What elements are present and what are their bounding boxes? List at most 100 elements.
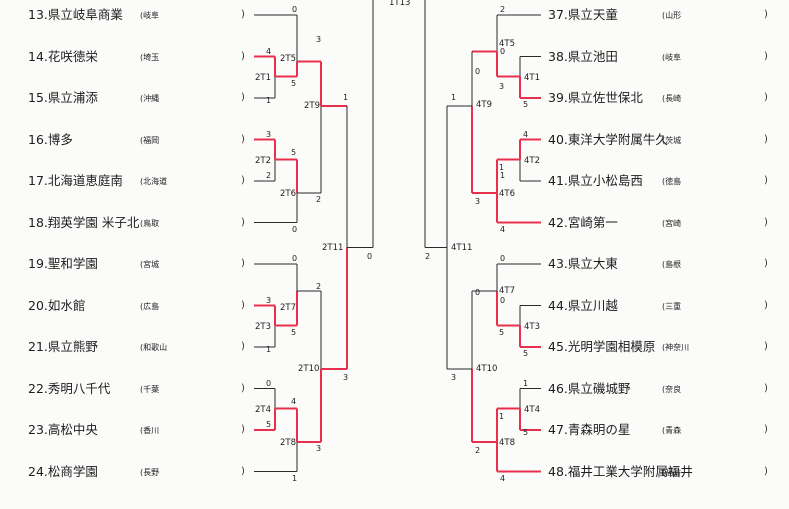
score: 4 xyxy=(500,224,506,234)
score: 3 xyxy=(343,373,349,382)
score: 4 xyxy=(500,473,506,483)
match-label: 4T1 xyxy=(524,72,541,83)
score: 4 xyxy=(523,129,529,139)
team-prefecture: (宮崎 xyxy=(662,218,682,228)
score: 0 xyxy=(475,66,481,76)
paren-close: ) xyxy=(241,50,245,62)
match-label: 4T5 xyxy=(499,39,516,49)
team-name: 13.県立岐阜商業 xyxy=(28,7,123,22)
score: 4 xyxy=(266,46,272,56)
team-prefecture: (香川 xyxy=(140,426,160,435)
team-name: 45.光明学園相模原 xyxy=(548,339,656,354)
score: 1 xyxy=(266,96,272,105)
score: 0 xyxy=(500,254,506,263)
team-name: 19.聖和学園 xyxy=(28,256,98,271)
match-label: 2T5 xyxy=(280,53,297,64)
paren-close: ) xyxy=(764,258,768,269)
score: 1 xyxy=(523,378,529,388)
score: 4 xyxy=(291,396,297,406)
paren-close: ) xyxy=(241,216,245,228)
team-prefecture: (三重 xyxy=(662,301,682,311)
team-name: 14.花咲徳栄 xyxy=(28,48,98,64)
paren-close: ) xyxy=(764,299,768,311)
paren-close: ) xyxy=(764,175,768,186)
team-name: 48.福井工業大学附属福井 xyxy=(548,463,693,479)
score: 5 xyxy=(291,147,297,157)
score: 0 xyxy=(292,254,298,263)
team-name: 47.青森明の星 xyxy=(548,422,631,437)
score: 0 xyxy=(367,251,373,261)
score: 3 xyxy=(499,82,505,91)
team-prefecture: (福岡 xyxy=(140,135,160,145)
score: 1 xyxy=(500,171,506,180)
team-prefecture: (広島 xyxy=(140,301,160,311)
team-prefecture: (沖縄 xyxy=(140,94,160,103)
score: 1 xyxy=(499,412,505,421)
paren-close: ) xyxy=(241,133,245,145)
score: 0 xyxy=(292,5,298,14)
paren-close: ) xyxy=(241,92,245,103)
team-name: 38.県立池田 xyxy=(548,48,618,64)
match-label: 4T9 xyxy=(476,100,493,110)
match-label: 4T6 xyxy=(499,189,516,199)
paren-close: ) xyxy=(241,382,245,394)
paren-close: ) xyxy=(241,175,245,186)
match-label: 4T11 xyxy=(451,242,473,253)
score: 1 xyxy=(292,473,298,483)
team-name: 41.県立小松島西 xyxy=(548,173,643,188)
score: 2 xyxy=(316,282,322,291)
score: 5 xyxy=(291,327,297,337)
score: 0 xyxy=(500,46,506,56)
paren-close: ) xyxy=(764,341,768,352)
team-prefecture: (青森 xyxy=(662,426,682,435)
team-name: 22.秀明八千代 xyxy=(28,380,111,396)
score: 3 xyxy=(316,444,322,453)
match-label: 2T10 xyxy=(298,364,320,374)
paren-close: ) xyxy=(241,258,245,269)
team-name: 37.県立天童 xyxy=(548,7,618,22)
team-name: 39.県立佐世保北 xyxy=(548,90,643,105)
score: 0 xyxy=(292,224,298,234)
team-name: 16.博多 xyxy=(28,131,73,147)
match-label: 2T4 xyxy=(255,404,272,415)
team-name: 21.県立熊野 xyxy=(28,339,98,354)
team-name: 43.県立大東 xyxy=(548,256,618,271)
team-prefecture: (宮城 xyxy=(140,260,160,269)
paren-close: ) xyxy=(241,341,245,352)
paren-close: ) xyxy=(241,465,245,477)
team-prefecture: (山形 xyxy=(662,11,682,20)
paren-close: ) xyxy=(764,9,768,20)
score: 1 xyxy=(451,93,457,102)
score: 2 xyxy=(475,446,481,455)
team-prefecture: (岐阜 xyxy=(140,11,160,20)
match-label: 2T2 xyxy=(255,155,272,166)
match-label: 2T3 xyxy=(255,321,272,332)
paren-close: ) xyxy=(764,382,768,394)
team-prefecture: (茨城 xyxy=(662,135,682,145)
team-name: 40.東洋大学附属牛久 xyxy=(548,131,668,147)
paren-close: ) xyxy=(241,9,245,20)
match-label: 2T6 xyxy=(280,189,297,199)
score: 3 xyxy=(316,35,322,44)
match-label: 2T1 xyxy=(255,72,272,83)
score: 2 xyxy=(266,171,272,180)
match-label: 2T9 xyxy=(304,101,321,111)
paren-close: ) xyxy=(764,465,768,477)
paren-close: ) xyxy=(764,216,768,228)
team-prefecture: (埼玉 xyxy=(140,52,160,62)
score: 5 xyxy=(291,78,297,88)
match-label: 4T3 xyxy=(524,321,541,332)
score: 2 xyxy=(316,195,322,204)
team-name: 42.宮崎第一 xyxy=(548,214,618,230)
team-name: 23.高松中央 xyxy=(28,422,98,437)
team-prefecture: (岐阜 xyxy=(662,52,682,62)
paren-close: ) xyxy=(764,50,768,62)
match-label: 2T8 xyxy=(280,438,297,448)
match-label: 4T10 xyxy=(476,364,498,374)
team-name: 46.県立磯城野 xyxy=(548,380,631,396)
paren-close: ) xyxy=(764,424,768,435)
score: 3 xyxy=(451,373,457,382)
team-prefecture: (島根 xyxy=(662,260,682,269)
paren-close: ) xyxy=(764,92,768,103)
